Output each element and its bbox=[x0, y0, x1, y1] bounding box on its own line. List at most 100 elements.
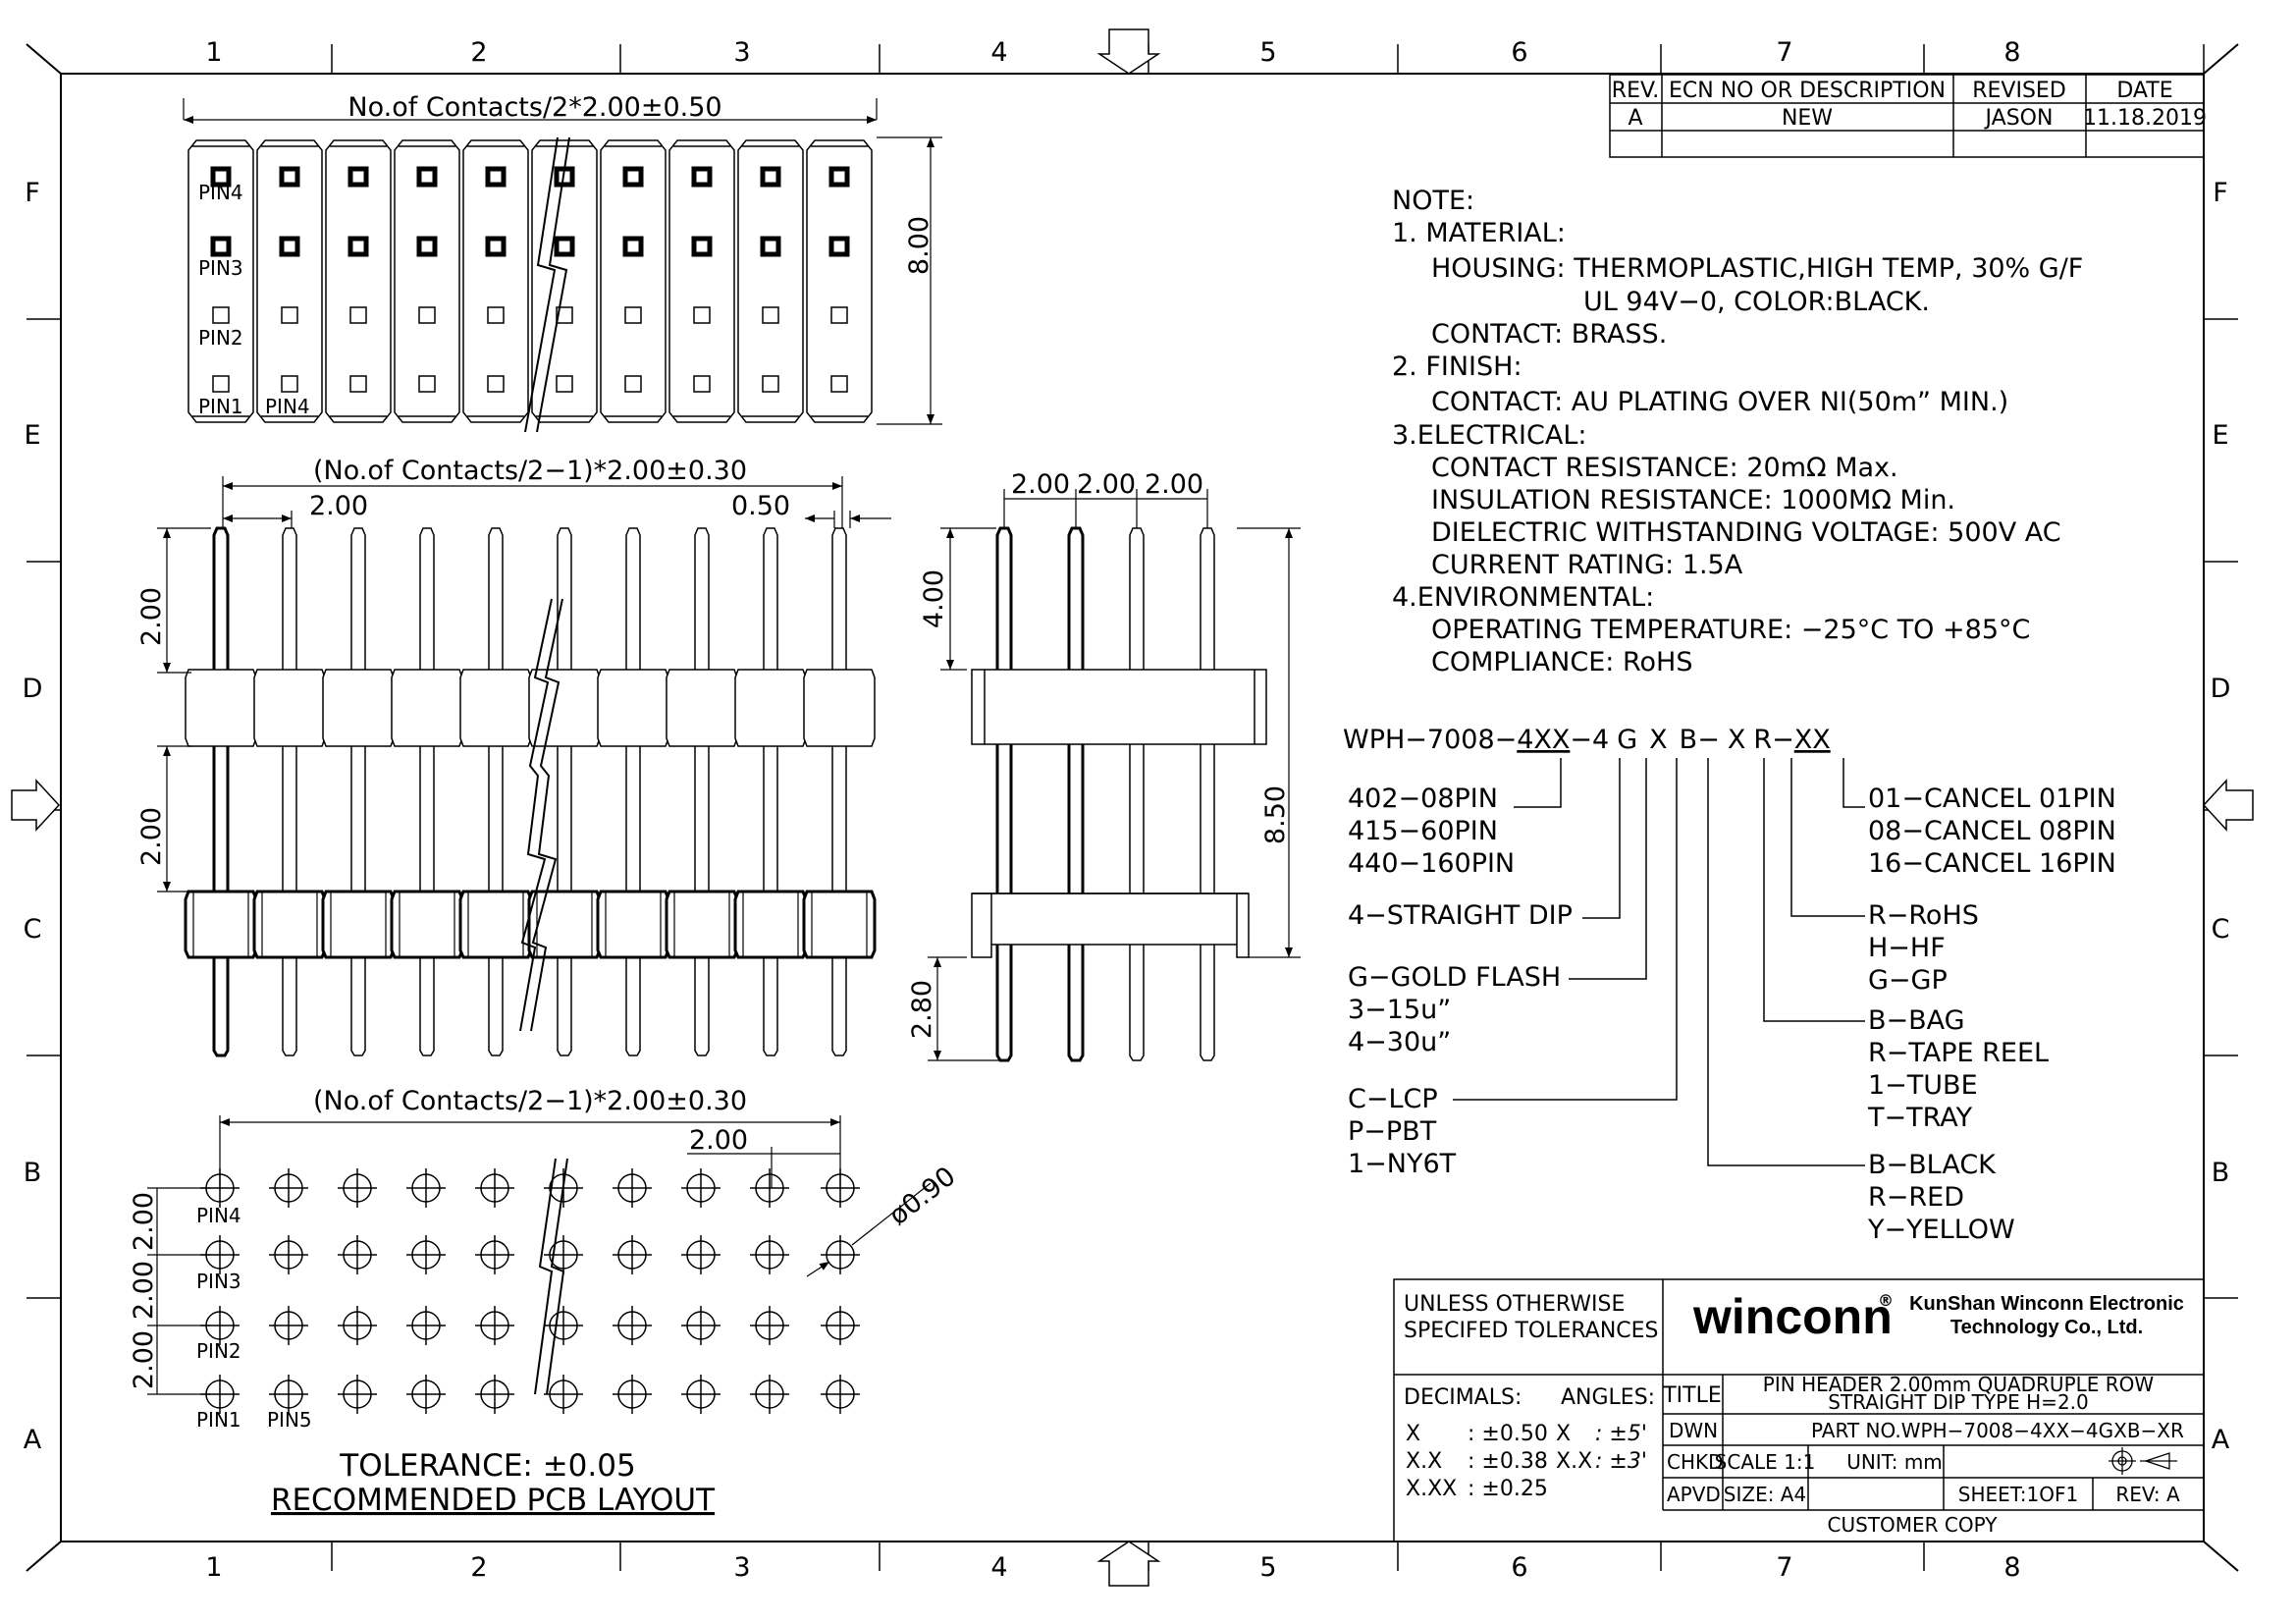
col-label: 1 bbox=[205, 1552, 222, 1583]
customer-copy: CUSTOMER COPY bbox=[1828, 1513, 1999, 1537]
col-label: 6 bbox=[1511, 37, 1527, 68]
col-label: 4 bbox=[990, 1552, 1007, 1583]
ecn-value: NEW bbox=[1782, 106, 1833, 131]
contact-pad bbox=[830, 375, 848, 393]
pin4-second-label: PIN4 bbox=[265, 395, 310, 418]
top-height-dim: 8.00 bbox=[904, 216, 934, 275]
front-pin bbox=[350, 527, 366, 1056]
packing-option: T−TRAY bbox=[1867, 1103, 1973, 1133]
contact-pad bbox=[622, 166, 644, 188]
revised-value: JASON bbox=[1984, 106, 2054, 131]
side-pitch-dim: 2.00 bbox=[1077, 469, 1136, 500]
date-value: 11.18.2019 bbox=[2083, 106, 2207, 131]
lower-housing bbox=[458, 890, 533, 959]
row-label: B bbox=[24, 1158, 42, 1188]
housing-edge bbox=[467, 145, 524, 417]
tol-row: X bbox=[1556, 1422, 1571, 1446]
side-pitch-dim: 2.00 bbox=[1011, 469, 1070, 500]
front-left-dim: 2.00 bbox=[136, 587, 167, 646]
front-view: (No.of Contacts/2−1)*2.00±0.30 2.00 0.50… bbox=[136, 456, 891, 1057]
contact-pad bbox=[349, 306, 367, 324]
row-label: D bbox=[23, 674, 43, 704]
upper-housing bbox=[253, 669, 326, 747]
contact-pad bbox=[281, 306, 298, 324]
company-name: Technology Co., Ltd. bbox=[1950, 1317, 2143, 1338]
front-pin bbox=[694, 527, 710, 1056]
row-label: C bbox=[2212, 914, 2230, 945]
pcb-vert-dim: 2.00 bbox=[129, 1261, 159, 1320]
projection-symbol-icon bbox=[2109, 1447, 2177, 1475]
row-label: F bbox=[25, 178, 40, 208]
pins-option: 415−60PIN bbox=[1348, 816, 1498, 846]
contact-pad bbox=[416, 166, 438, 188]
housing-edge bbox=[399, 145, 455, 417]
contact-pad bbox=[693, 375, 711, 393]
pin3-label: PIN3 bbox=[198, 256, 243, 280]
pcb-pin1-label: PIN1 bbox=[196, 1408, 241, 1432]
row-label: E bbox=[2212, 420, 2228, 451]
title-label: TITLE bbox=[1662, 1383, 1722, 1408]
housing-cell bbox=[600, 139, 667, 423]
housing-cell bbox=[256, 139, 323, 423]
lower-housing bbox=[184, 890, 258, 959]
tol-row: : ±3' bbox=[1595, 1449, 1647, 1474]
contact-pad bbox=[418, 375, 436, 393]
cancel-option: 16−CANCEL 16PIN bbox=[1868, 848, 2116, 879]
revision-table: REV. ECN NO OR DESCRIPTION REVISED DATE … bbox=[1609, 74, 2207, 158]
housing-cell bbox=[737, 139, 804, 423]
dwn-label: DWN bbox=[1669, 1419, 1718, 1442]
col-label: 2 bbox=[470, 37, 487, 68]
col-label: 1 bbox=[205, 37, 222, 68]
company-name: KunShan Winconn Electronic bbox=[1909, 1293, 2184, 1315]
upper-housing bbox=[666, 669, 738, 747]
size-value: SIZE: A4 bbox=[1724, 1483, 1806, 1506]
pcb-hole-dim: ø0.90 bbox=[883, 1161, 961, 1231]
note-compliance: COMPLIANCE: RoHS bbox=[1431, 647, 1692, 677]
lower-housing bbox=[665, 890, 739, 959]
housing-edge bbox=[330, 145, 387, 417]
plating-option: 4−30u” bbox=[1348, 1027, 1451, 1057]
tol-row: : ±5' bbox=[1595, 1422, 1647, 1446]
contact-pad bbox=[349, 375, 367, 393]
col-label: 4 bbox=[990, 37, 1007, 68]
front-pin bbox=[419, 527, 435, 1056]
material-option: P−PBT bbox=[1348, 1116, 1437, 1147]
note-finish: 2. FINISH: bbox=[1392, 352, 1522, 382]
front-pin-dim: 0.50 bbox=[731, 491, 790, 521]
tolerance-title: SPECIFED TOLERANCES bbox=[1404, 1319, 1659, 1343]
pcb-tolerance: TOLERANCE: ±0.05 bbox=[339, 1448, 635, 1484]
rohs-option: R−RoHS bbox=[1868, 900, 1979, 931]
contact-pad bbox=[212, 375, 230, 393]
contact-pad bbox=[279, 166, 300, 188]
decimals-label: DECIMALS: bbox=[1404, 1385, 1522, 1410]
contact-pad bbox=[485, 166, 507, 188]
drawing-frame bbox=[26, 43, 2239, 1572]
color-option: R−RED bbox=[1868, 1182, 1964, 1213]
side-850-dim: 8.50 bbox=[1260, 785, 1291, 844]
note-electrical: 3.ELECTRICAL: bbox=[1392, 420, 1586, 451]
front-left-dim: 2.00 bbox=[136, 807, 167, 866]
upper-housing bbox=[597, 669, 669, 747]
upper-housing bbox=[734, 669, 807, 747]
col-label: 8 bbox=[2003, 1552, 2020, 1583]
contact-pad bbox=[693, 306, 711, 324]
upper-housing bbox=[185, 669, 257, 747]
col-label: 7 bbox=[1776, 1552, 1792, 1583]
contact-pad bbox=[556, 306, 573, 324]
contact-pad bbox=[210, 236, 232, 257]
front-pin bbox=[763, 527, 778, 1056]
contact-pad bbox=[212, 306, 230, 324]
housing-edge bbox=[811, 145, 868, 417]
note-dielectric: DIELECTRIC WITHSTANDING VOLTAGE: 500V AC bbox=[1431, 517, 2061, 548]
color-option: Y−YELLOW bbox=[1867, 1215, 2015, 1245]
contact-pad bbox=[624, 375, 642, 393]
lower-housing bbox=[252, 890, 327, 959]
pcb-layout: (No.of Contacts/2−1)*2.00±0.30 2.00 ø0.9… bbox=[129, 1086, 962, 1518]
housing-cell bbox=[394, 139, 460, 423]
col-label: 5 bbox=[1259, 1552, 1276, 1583]
contact-pad bbox=[828, 166, 850, 188]
note-housing-ul: UL 94V−0, COLOR:BLACK. bbox=[1583, 287, 1930, 317]
tol-row: : ±0.25 bbox=[1468, 1477, 1548, 1501]
